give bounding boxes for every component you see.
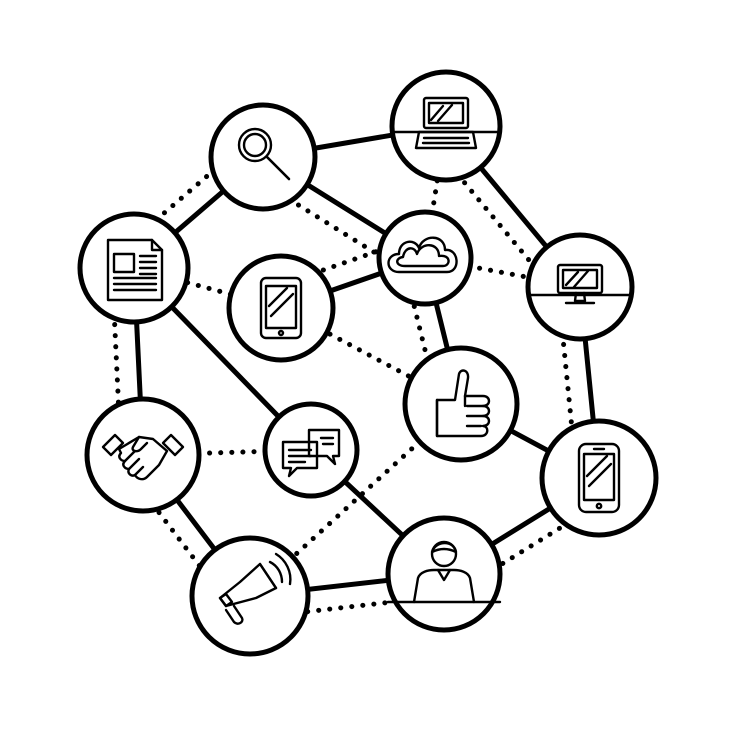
dotted-edge-cloud-tablet: [271, 234, 421, 290]
connections: [109, 123, 614, 621]
megaphone-icon: [218, 552, 292, 625]
chat-bubbles-icon: [281, 428, 341, 478]
node-tablet: [226, 253, 336, 363]
monitor-icon: [526, 263, 634, 305]
laptop-icon: [390, 96, 502, 150]
node-monitor: [525, 232, 635, 342]
node-document: [77, 211, 191, 325]
thumbs-up-icon: [435, 369, 491, 438]
node-handshake: [84, 396, 202, 514]
document-icon: [106, 238, 164, 302]
node-thumbs-up: [402, 345, 520, 463]
cloud-icon: [387, 236, 458, 274]
dotted-edge-document-tablet: [131, 265, 284, 311]
tablet-icon: [259, 276, 303, 340]
dotted-edge-handshake-megaphone: [122, 465, 235, 612]
handshake-icon: [101, 433, 185, 481]
node-chat: [262, 401, 360, 499]
magnifier-icon: [237, 127, 291, 181]
dotted-edge-thumbs-up-megaphone: [247, 401, 464, 599]
user-icon: [386, 540, 502, 604]
dotted-edge-user-smartphone: [453, 494, 614, 596]
node-search: [208, 102, 318, 212]
node-cloud: [376, 209, 474, 307]
node-smartphone: [539, 418, 659, 538]
node-laptop: [389, 69, 503, 183]
node-user: [385, 515, 503, 633]
node-megaphone: [189, 535, 311, 657]
smartphone-icon: [577, 442, 621, 514]
